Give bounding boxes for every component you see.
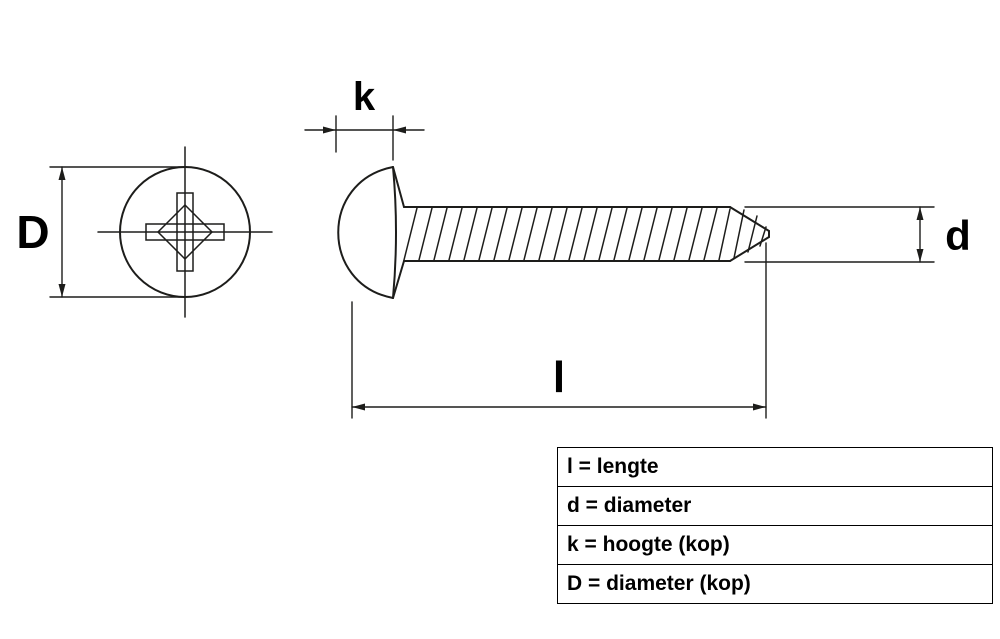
dimension-k: k <box>304 75 425 161</box>
head-dome-arc <box>337 166 394 299</box>
screw-side-view <box>337 166 770 299</box>
phillips-center-diamond <box>156 203 214 261</box>
head-cone-bottom-edge <box>392 260 405 299</box>
tip-top-edge <box>729 206 770 232</box>
head-cone-top-edge <box>392 166 405 208</box>
phillips-recess <box>145 192 225 272</box>
phillips-horizontal-slot <box>145 223 225 241</box>
thread-lines <box>403 207 767 261</box>
arrow-down-icon <box>58 284 66 297</box>
phillips-vertical-slot <box>176 192 194 272</box>
dimension-l: l <box>351 242 767 419</box>
arrow-up-icon <box>58 167 66 180</box>
dimension-d-label: d <box>945 212 971 259</box>
legend-table: l = lengte d = diameter k = hoogte (kop)… <box>557 447 993 604</box>
arrow-right-icon <box>753 403 766 411</box>
head-bearing-edge <box>392 166 397 299</box>
arrow-down-icon <box>916 249 924 262</box>
arrow-right-icon <box>323 126 336 134</box>
head-front-view <box>97 146 273 318</box>
arrow-left-icon <box>393 126 406 134</box>
legend-row-diameter: d = diameter <box>558 486 992 525</box>
legend-row-lengte: l = lengte <box>567 455 659 478</box>
arrow-up-icon <box>916 207 924 220</box>
dimension-l-label: l <box>553 353 565 402</box>
dimension-D-label: D <box>16 206 49 258</box>
legend-row-diameter-kop: D = diameter (kop) <box>558 564 992 603</box>
dimension-k-label: k <box>353 75 376 119</box>
arrow-left-icon <box>352 403 365 411</box>
dimension-d: d <box>744 206 971 263</box>
legend-row-hoogte-kop: k = hoogte (kop) <box>558 525 992 564</box>
dimension-D: D <box>16 166 187 298</box>
